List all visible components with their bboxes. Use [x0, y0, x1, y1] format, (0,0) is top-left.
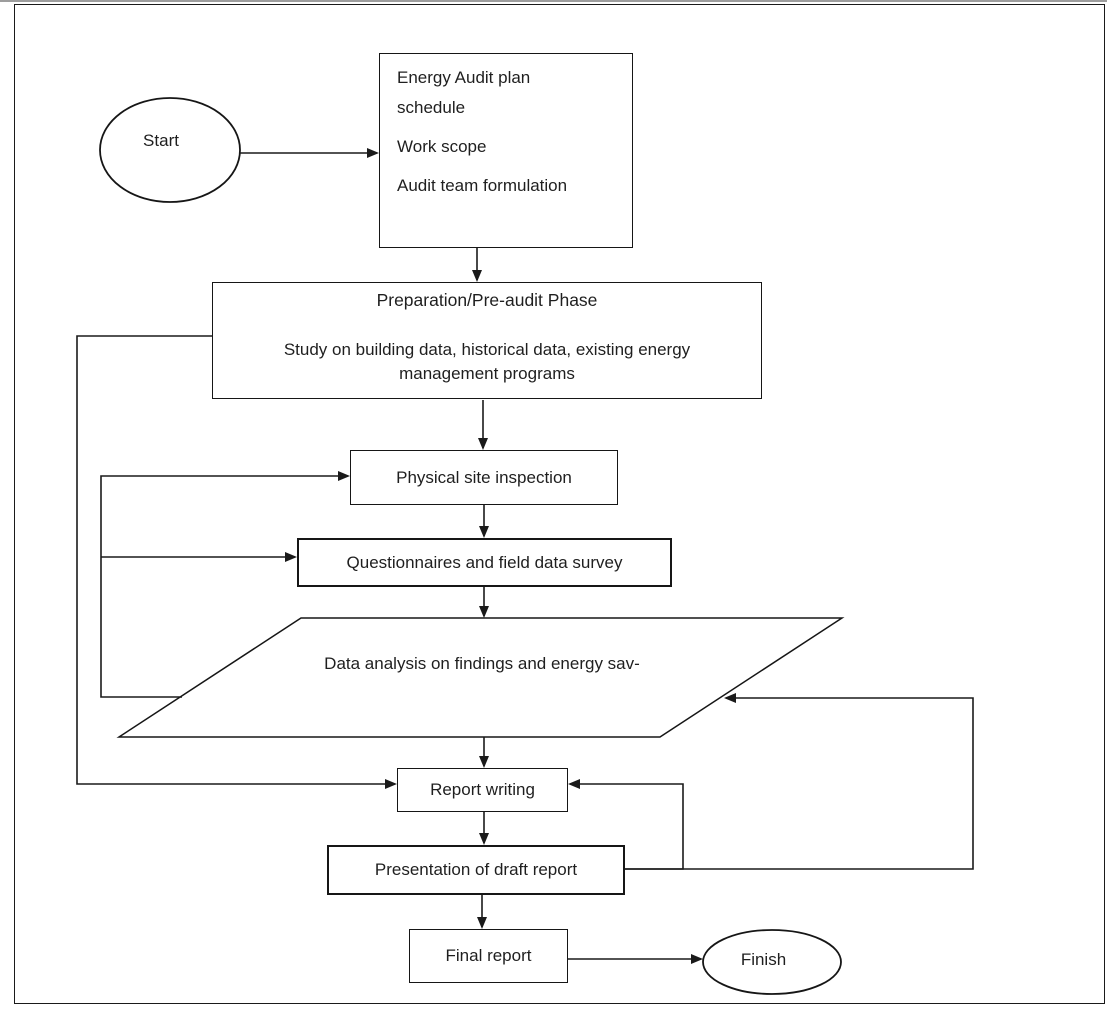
plan-line: Energy Audit plan — [397, 68, 531, 87]
inspection-label: Physical site inspection — [396, 467, 572, 487]
node-presentation-draft-report: Presentation of draft report — [327, 845, 625, 895]
questionnaires-label: Questionnaires and field data survey — [346, 552, 623, 572]
node-report-writing: Report writing — [397, 768, 568, 812]
node-start-ellipse — [99, 97, 241, 203]
node-physical-site-inspection: Physical site inspection — [350, 450, 618, 505]
edge-presentation-to-analysis-feedback — [625, 693, 974, 870]
page-border — [14, 4, 1105, 1004]
plan-line: Work scope — [397, 137, 487, 156]
node-final-report: Final report — [409, 929, 568, 983]
node-preparation-phase: Preparation/Pre-audit Phase Study on bui… — [212, 282, 762, 399]
report-label: Report writing — [430, 780, 535, 799]
node-finish-ellipse — [702, 929, 842, 995]
edge-preparation-to-report-feedback — [76, 335, 397, 789]
plan-line: schedule — [397, 98, 466, 117]
node-questionnaires-survey: Questionnaires and field data survey — [297, 538, 672, 587]
screenshot-top-edge — [0, 0, 1107, 2]
node-analysis-parallelogram — [116, 617, 845, 738]
edge-analysis-to-inspection-feedback — [100, 471, 350, 698]
preparation-title: Preparation/Pre-audit Phase — [376, 290, 598, 310]
presentation-label: Presentation of draft report — [374, 860, 578, 879]
plan-line: Audit team formulation — [397, 176, 568, 195]
final-report-label: Final report — [445, 946, 532, 965]
preparation-line: Study on building data, historical data,… — [283, 340, 691, 359]
preparation-line: management programs — [399, 364, 575, 383]
node-plan-schedule: Energy Audit plan schedule Work scope Au… — [379, 53, 633, 248]
